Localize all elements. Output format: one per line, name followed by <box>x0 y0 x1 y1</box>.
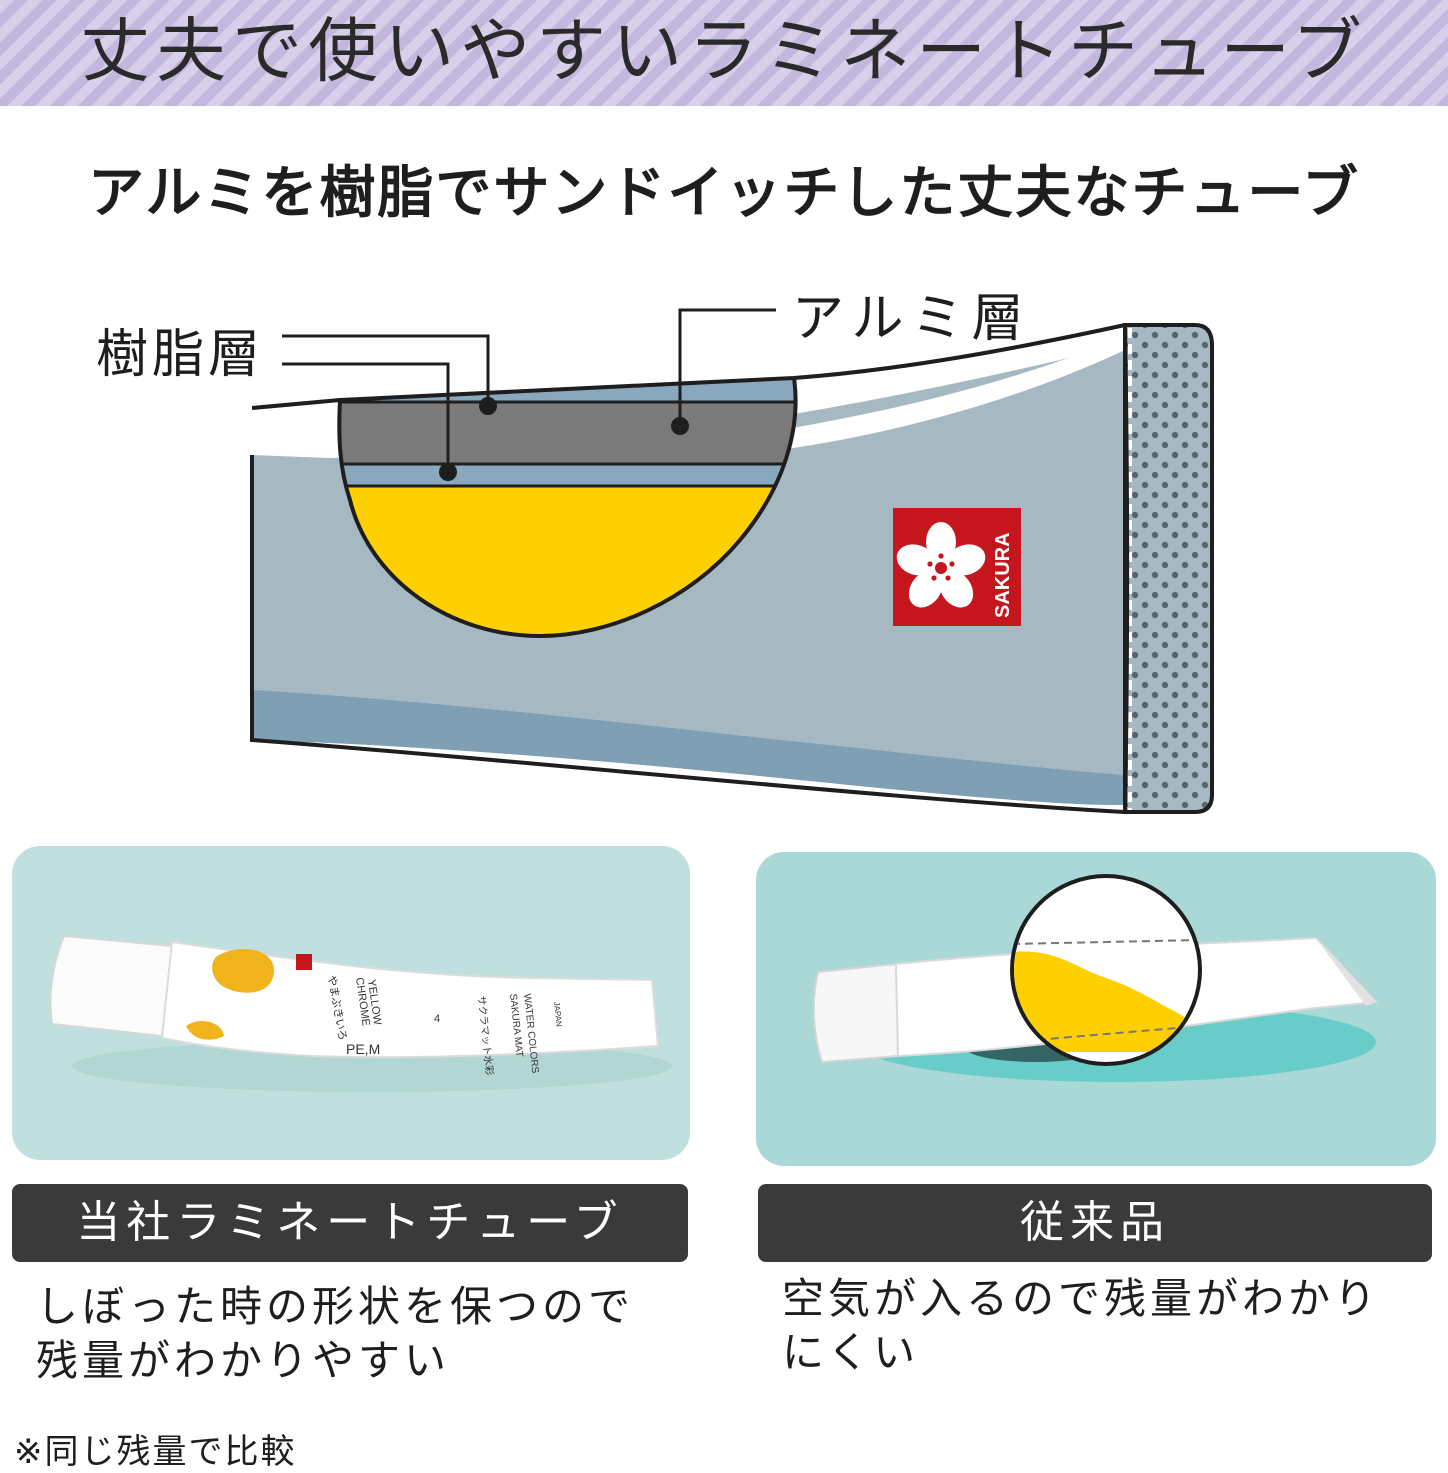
tube-crimp-end <box>1123 323 1214 814</box>
tube-shadow <box>252 690 1125 806</box>
tube-label-number: 4 <box>434 1013 440 1025</box>
laminate-tube-title-bar: 当社ラミネートチューブ <box>12 1184 688 1262</box>
photo-conventional-tube <box>756 852 1436 1166</box>
conventional-desc-line-2: にくい <box>782 1328 920 1377</box>
aluminum-layer <box>300 402 796 464</box>
laminate-desc-line-1: しぼった時の形状を保つので <box>36 1282 635 1331</box>
conventional-product-description: 空気が入るので残量がわかり にくい <box>782 1272 1422 1380</box>
tube-label-pe: PE,M <box>346 1041 380 1057</box>
laminate-tube-description: しぼった時の形状を保つので 残量がわかりやすい <box>36 1280 696 1388</box>
conventional-product-title-bar: 従来品 <box>758 1184 1432 1262</box>
sakura-logo-text: SAKURA <box>992 532 1014 618</box>
tube-cross-section-diagram: SAKURA <box>250 308 1214 815</box>
banner-title: 丈夫で使いやすいラミネートチューブ <box>80 10 1368 92</box>
label-resin-layer: 樹脂層 <box>96 325 265 385</box>
tube-highlight <box>780 336 1125 450</box>
tube-label-japan: JAPAN <box>552 1001 564 1027</box>
laminate-desc-line-2: 残量がわかりやすい <box>36 1336 451 1385</box>
conventional-desc-line-1: 空気が入るので残量がわかり <box>782 1274 1381 1323</box>
header-banner: 丈夫で使いやすいラミネートチューブ <box>0 0 1448 106</box>
subtitle: アルミを樹脂でサンドイッチした丈夫なチューブ <box>87 161 1361 226</box>
sakura-logo: SAKURA <box>893 508 1021 626</box>
label-aluminum-layer: アルミ層 <box>792 289 1032 349</box>
comparison-note: ※同じ残量で比較 <box>14 1432 297 1472</box>
photo-laminate-tube: やまぶきいろ CHROME YELLOW 4 PE,M サクラマット水彩 SAK… <box>12 846 690 1160</box>
resin-layer-bottom <box>300 464 796 486</box>
